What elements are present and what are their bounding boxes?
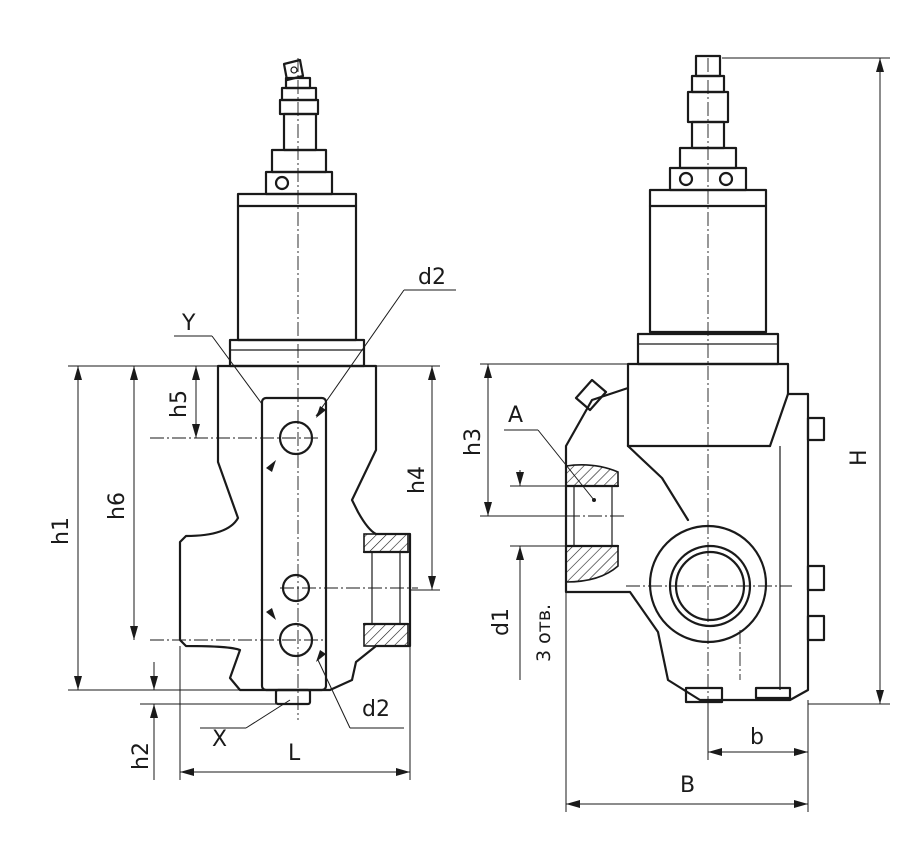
label-d2-top: d2 xyxy=(418,265,446,290)
label-H: H xyxy=(847,449,872,466)
label-holes: 3 отв. xyxy=(533,604,555,662)
label-A: A xyxy=(508,403,523,428)
label-B: B xyxy=(680,773,695,798)
dimension-labels: h1 h6 h5 h4 h2 h3 d1 3 отв. H Y X d2 d2 … xyxy=(49,265,872,798)
label-L: L xyxy=(288,741,301,766)
front-view-dimensions xyxy=(68,289,456,780)
label-h5: h5 xyxy=(167,390,192,418)
label-Y: Y xyxy=(181,311,196,336)
label-d2-bottom: d2 xyxy=(362,697,390,722)
label-h2: h2 xyxy=(129,742,154,770)
label-h3: h3 xyxy=(461,428,486,456)
front-view xyxy=(150,58,418,720)
label-b: b xyxy=(750,725,764,750)
label-h6: h6 xyxy=(105,492,130,520)
side-view xyxy=(564,54,826,720)
label-h4: h4 xyxy=(405,466,430,494)
label-d1: d1 xyxy=(489,608,514,636)
label-X: X xyxy=(212,727,227,752)
label-h1: h1 xyxy=(49,517,74,545)
side-view-dimensions xyxy=(480,57,890,812)
